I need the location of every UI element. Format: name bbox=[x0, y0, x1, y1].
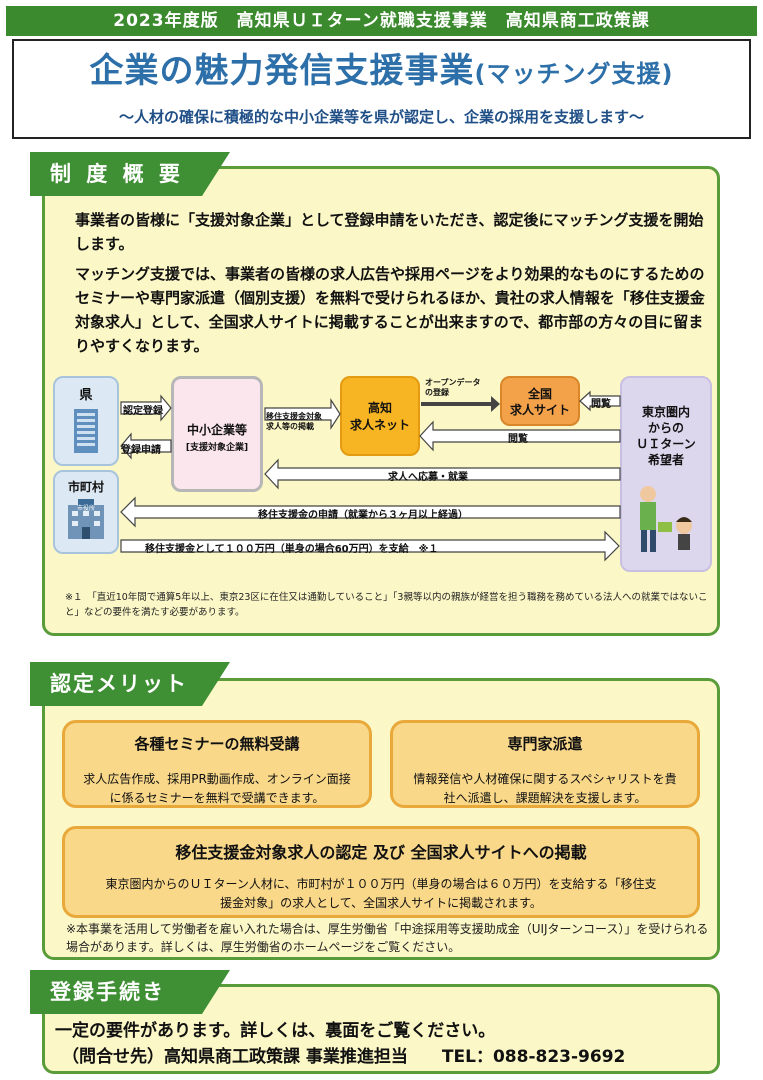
company-sub-label: [支援対象企業] bbox=[185, 443, 249, 453]
label-open-data: オープンデータ の登録 bbox=[425, 378, 481, 397]
company-label: 中小企業等 bbox=[186, 423, 247, 437]
overview-tab: 制 度 概 要 bbox=[30, 152, 230, 196]
overview-para-2: マッチング支援では、事業者の皆様の求人広告や採用ページをより効果的なものにするた… bbox=[75, 265, 705, 355]
building-icon bbox=[74, 409, 98, 453]
merit-card-subsidy: 移住支援金対象求人の認定 及び 全国求人サイトへの掲載 東京圏内からのＵＩターン… bbox=[62, 826, 700, 918]
overview-footnote: ※１ 「直近10年間で通算5年以上、東京23区に在住又は通勤していること」「3親… bbox=[65, 592, 708, 618]
kochi-job-net-label: 高知 求人ネット bbox=[349, 401, 410, 432]
registration-line-2: （問合せ先）高知県商工政策課 事業推進担当 TEL：088-823-9692 bbox=[62, 1047, 626, 1067]
merit-seminar-title: 各種セミナーの無料受講 bbox=[134, 735, 300, 753]
registration-panel bbox=[42, 984, 720, 1074]
merit-expert-body: 情報発信や人材確保に関するスペシャリストを貴社へ派遣し、課題解決を支援します。 bbox=[413, 772, 677, 805]
city-hall-icon bbox=[68, 499, 104, 539]
page-title: 企業の魅力発信支援事業(マッチング支援) bbox=[89, 51, 674, 91]
registration-tab: 登録手続き bbox=[30, 970, 230, 1014]
kochi-job-net-box: 高知 求人ネット bbox=[340, 376, 420, 456]
people-icon bbox=[640, 486, 692, 552]
merits-note: ※本事業を活用して労働者を雇い入れた場合は、厚生労働省「中途採用等支援助成金（U… bbox=[66, 922, 709, 954]
registration-line-1: 一定の要件があります。詳しくは、裏面をご覧ください。 bbox=[55, 1021, 496, 1041]
merit-card-expert: 専門家派遣 情報発信や人材確保に関するスペシャリストを貴社へ派遣し、課題解決を支… bbox=[390, 720, 700, 808]
label-apply-job: 求人へ応募・就業 bbox=[388, 472, 468, 483]
national-job-site-box: 全国 求人サイト bbox=[500, 376, 580, 426]
overview-para-1: 事業者の皆様に「支援対象企業」として登録申請をいただき、認定後にマッチング支援を… bbox=[75, 211, 704, 253]
merit-subsidy-body: 東京圏内からのＵＩターン人材に、市町村が１００万円（単身の場合は６０万円）を支給… bbox=[105, 877, 657, 910]
tokyo-applicants-label: 東京圏内 からの ＵＩターン 希望者 bbox=[636, 405, 696, 467]
merits-tab: 認定メリット bbox=[30, 662, 230, 706]
header-banner: 2023年度版 高知県ＵＩターン就職支援事業 高知県商工政策課 bbox=[6, 6, 757, 36]
label-browse-2: 閲覧 bbox=[508, 434, 528, 445]
tokyo-applicants-box: 東京圏内 からの ＵＩターン 希望者 bbox=[620, 376, 712, 572]
label-subsidy-apply: 移住支援金の申請（就業から３ヶ月以上経過） bbox=[258, 510, 468, 521]
merit-subsidy-title: 移住支援金対象求人の認定 及び 全国求人サイトへの掲載 bbox=[175, 843, 587, 862]
municipality-box: 市町村 市役所 bbox=[53, 470, 119, 554]
merit-expert-title: 専門家派遣 bbox=[507, 735, 583, 753]
label-certify-reg: 認定登録 bbox=[123, 406, 163, 417]
label-apply-reg: 登録申請 bbox=[121, 445, 161, 456]
label-subsidy-pay: 移住支援金として１００万円（単身の場合60万円）を支給 ※１ bbox=[145, 544, 439, 555]
municipality-label: 市町村 bbox=[67, 480, 104, 494]
page-subtitle: ～人材の確保に積極的な中小企業等を県が認定し、企業の採用を支援します～ bbox=[118, 108, 644, 126]
matching-diagram: 県 市町村 市役所 中小企業等 [支援対象企業] 高知 求人ネット 全国 求人サ… bbox=[53, 372, 713, 577]
city-hall-sign: 市役所 bbox=[77, 505, 96, 512]
merit-seminar-body: 求人広告作成、採用PR動画作成、オンライン面接に係るセミナーを無料で受講できます… bbox=[83, 772, 351, 805]
page-title-suffix: (マッチング支援) bbox=[474, 60, 674, 88]
prefecture-label: 県 bbox=[79, 388, 93, 403]
label-browse-1: 閲覧 bbox=[591, 399, 611, 410]
label-job-post: 移住支援金対象 求人等の掲載 bbox=[266, 412, 322, 431]
prefecture-box: 県 bbox=[53, 376, 119, 466]
arrows-layer bbox=[120, 390, 621, 562]
merit-card-seminar: 各種セミナーの無料受講 求人広告作成、採用PR動画作成、オンライン面接に係るセミ… bbox=[62, 720, 372, 808]
company-box: 中小企業等 [支援対象企業] bbox=[171, 376, 263, 492]
title-box: 企業の魅力発信支援事業(マッチング支援) ～人材の確保に積極的な中小企業等を県が… bbox=[12, 39, 751, 139]
national-job-site-label: 全国 求人サイト bbox=[509, 387, 570, 417]
